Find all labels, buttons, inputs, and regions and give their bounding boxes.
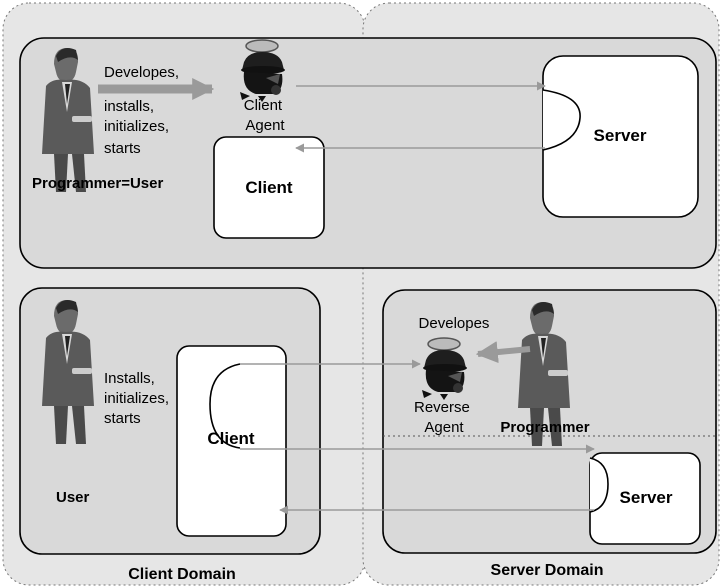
reverse-agent-label: Reverse Agent [414, 399, 474, 436]
programmer-label: Programmer [500, 419, 589, 436]
server-label: Server [620, 488, 673, 507]
top-action-text: Developes, installs, initializes, starts [104, 64, 183, 157]
agent-label-line: Agent [424, 419, 464, 436]
server-socket [589, 457, 609, 513]
client-socket [209, 363, 241, 449]
agent-label-line: Reverse [414, 399, 470, 416]
programmer-user-label: Programmer=User [32, 175, 163, 192]
agent-label-line: Client [244, 97, 283, 114]
top-server-label: Server [594, 126, 647, 145]
top-action-line: initializes, [104, 118, 169, 135]
client-label: Client [207, 429, 255, 448]
client-action-line: initializes, [104, 390, 169, 407]
server-domain-label: Server Domain [491, 562, 604, 579]
top-action-line: Developes, [104, 64, 179, 81]
top-server-socket [542, 89, 581, 151]
client-action-line: starts [104, 410, 141, 427]
top-client-box [213, 136, 325, 239]
agent-label-line: Agent [245, 117, 285, 134]
top-action-line: installs, [104, 98, 154, 115]
client-action-line: Installs, [104, 370, 155, 387]
develop-label: Developes [419, 315, 490, 332]
client-domain-label: Client Domain [128, 566, 236, 583]
programmer-to-agent-arrow [475, 341, 531, 364]
client-agent-label: Client Agent [244, 97, 287, 134]
top-action-line: starts [104, 140, 141, 157]
client-action-text: Installs, initializes, starts [104, 370, 173, 427]
top-client-label: Client [245, 178, 293, 197]
user-label: User [56, 489, 90, 506]
